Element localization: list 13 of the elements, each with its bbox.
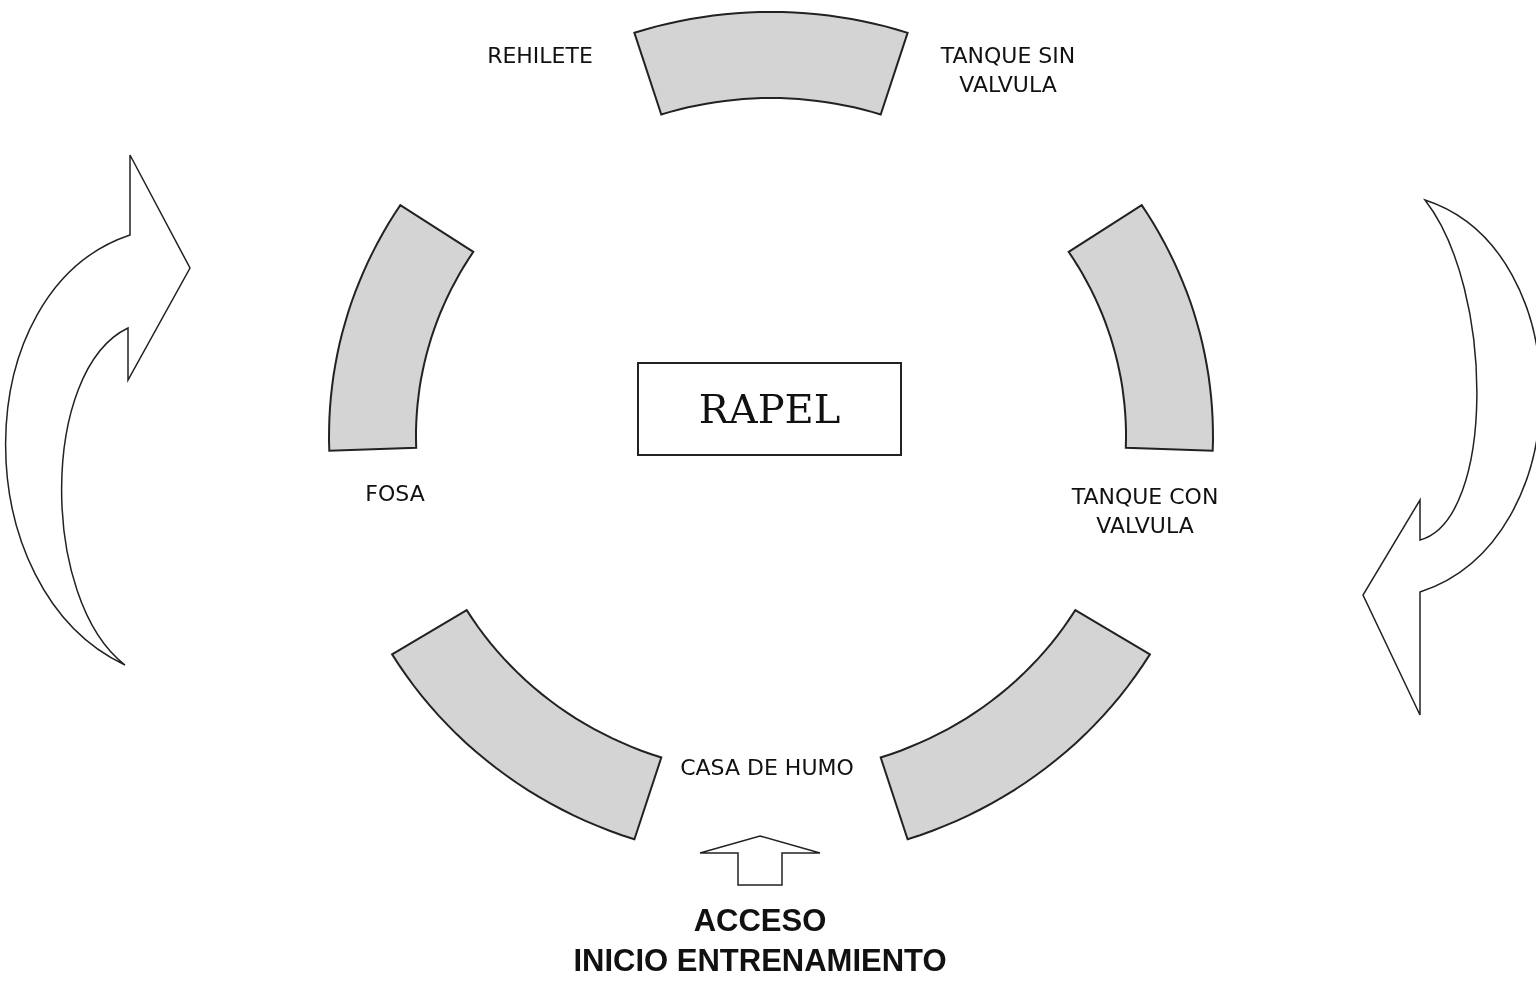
station-label: CASA DE HUMO <box>679 754 855 782</box>
arc-segment <box>328 203 475 452</box>
arc-segment <box>1067 203 1214 452</box>
arc-segment <box>390 608 663 841</box>
arc-segment <box>879 608 1152 841</box>
station-label: FOSA <box>364 480 426 508</box>
entry-label: INICIO ENTRENAMIENTO <box>572 942 948 980</box>
station-label: TANQUE SIN VALVULA <box>939 42 1077 99</box>
station-label: REHILETE <box>486 42 594 70</box>
center-box: RAPEL <box>637 362 902 456</box>
entry-label: ACCESO <box>692 902 828 940</box>
arc-segment <box>633 11 909 116</box>
station-label: TANQUE CON VALVULA <box>1070 483 1220 540</box>
